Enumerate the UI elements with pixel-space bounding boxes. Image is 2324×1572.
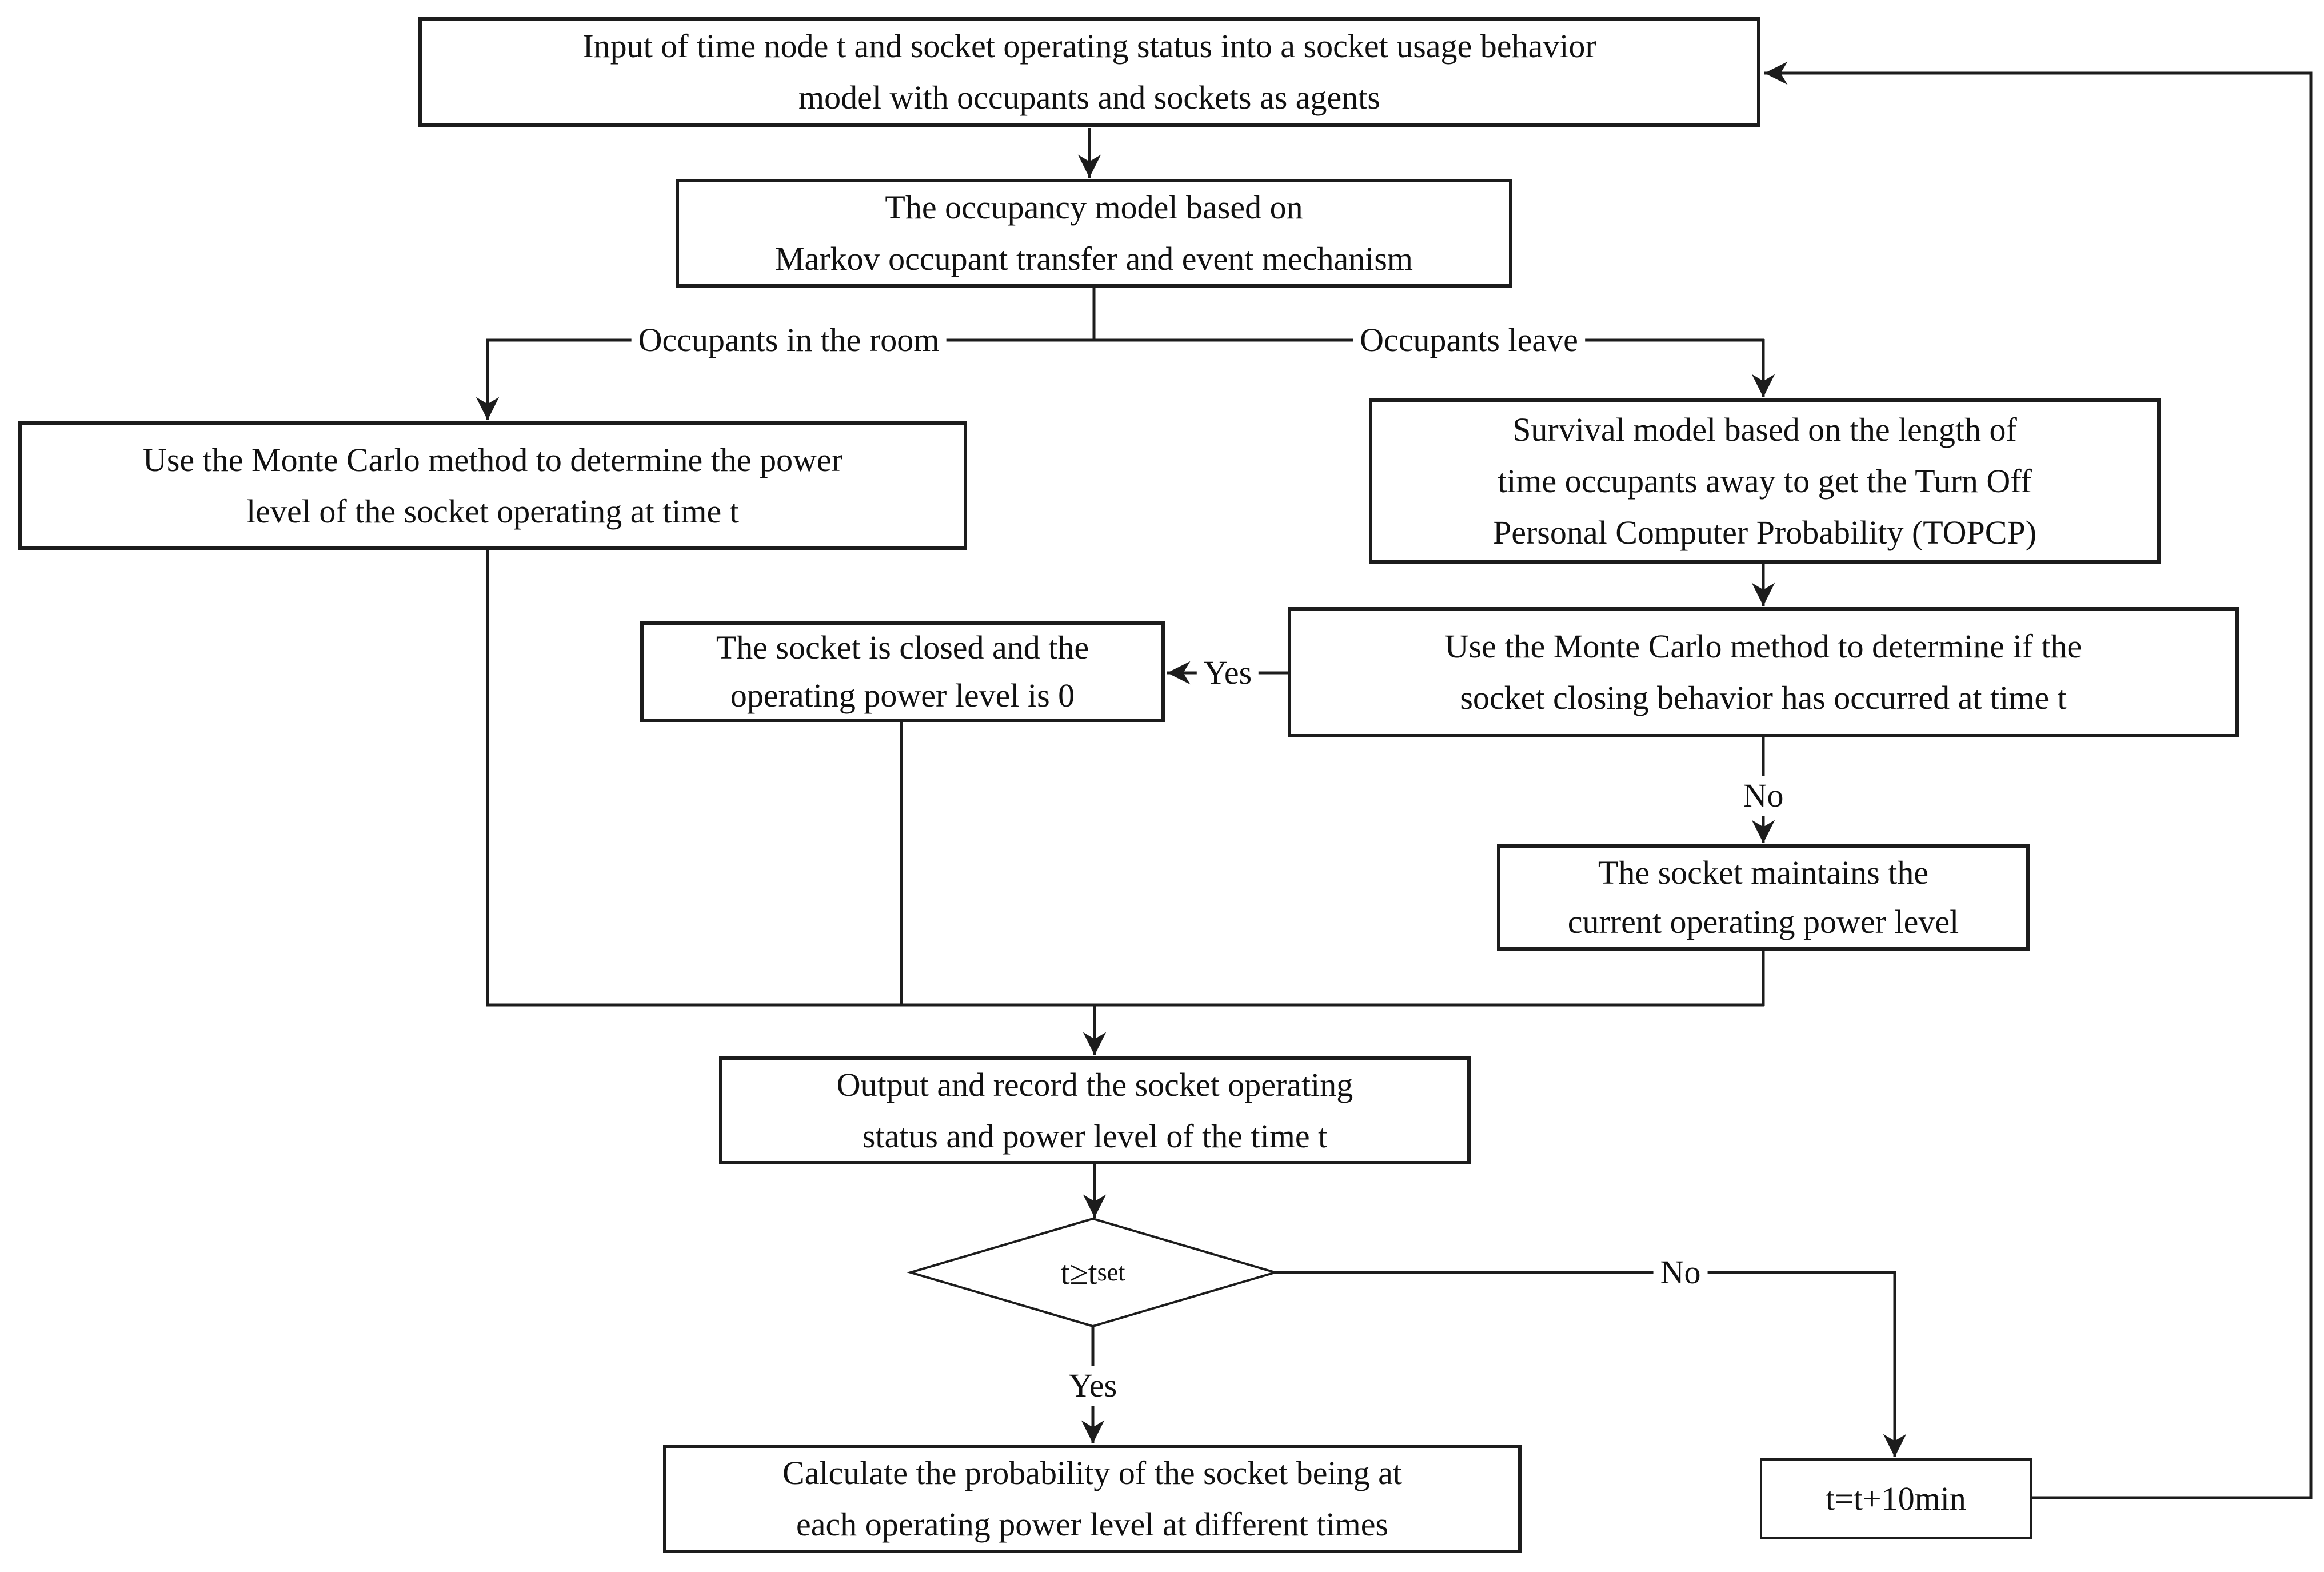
edge-label-yes-closed: Yes xyxy=(1196,653,1259,693)
node-input-line: model with occupants and sockets as agen… xyxy=(798,79,1380,116)
node-output-record-line: status and power level of the time t xyxy=(862,1117,1328,1155)
node-monte-carlo-power: Use the Monte Carlo method to determine … xyxy=(18,421,967,550)
node-socket-maintain-line: current operating power level xyxy=(1567,903,1959,940)
node-occupancy-model: The occupancy model based on Markov occu… xyxy=(676,179,1512,288)
node-calculate: Calculate the probability of the socket … xyxy=(663,1445,1522,1553)
node-monte-carlo-close-line: socket closing behavior has occurred at … xyxy=(1460,679,2067,716)
node-input: Input of time node t and socket operatin… xyxy=(418,17,1760,127)
node-time-step-label: t=t+10min xyxy=(1826,1480,1966,1517)
node-input-line: Input of time node t and socket operatin… xyxy=(582,27,1596,65)
node-occupancy-line: Markov occupant transfer and event mecha… xyxy=(774,240,1413,277)
node-socket-closed-line: operating power level is 0 xyxy=(730,677,1075,714)
node-survival-model: Survival model based on the length of ti… xyxy=(1369,398,2161,564)
node-occupancy-line: The occupancy model based on xyxy=(885,189,1303,226)
edge-label-no-timestep: No xyxy=(1653,1252,1708,1292)
node-survival-line: Survival model based on the length of xyxy=(1512,410,2017,448)
edge-label-no-maintain: No xyxy=(1736,776,1791,816)
node-time-step: t=t+10min xyxy=(1760,1458,2032,1539)
node-monte-carlo-close-line: Use the Monte Carlo method to determine … xyxy=(1444,628,2082,665)
decision-expression: t≥t xyxy=(1060,1254,1097,1291)
decision-diamond xyxy=(906,1217,1280,1328)
node-socket-closed-line: The socket is closed and the xyxy=(716,629,1089,666)
edge-label-occupants-in-room: Occupants in the room xyxy=(631,320,947,360)
node-output-record: Output and record the socket operating s… xyxy=(719,1056,1471,1164)
edge-loop-back xyxy=(1764,61,2313,1499)
edge-label-yes-calculate: Yes xyxy=(1061,1366,1124,1406)
node-monte-carlo-close: Use the Monte Carlo method to determine … xyxy=(1288,607,2239,737)
node-output-record-line: Output and record the socket operating xyxy=(836,1066,1353,1103)
node-socket-maintain-line: The socket maintains the xyxy=(1598,854,1929,891)
node-monte-carlo-power-line: level of the socket operating at time t xyxy=(246,492,739,530)
edge-label-occupants-leave: Occupants leave xyxy=(1353,320,1585,360)
node-survival-line: Personal Computer Probability (TOPCP) xyxy=(1492,513,2037,551)
node-calculate-line: each operating power level at different … xyxy=(796,1506,1389,1543)
node-socket-maintain: The socket maintains the current operati… xyxy=(1497,844,2030,951)
edge-no-to-timestep xyxy=(1274,1271,1907,1457)
node-calculate-line: Calculate the probability of the socket … xyxy=(782,1454,1402,1491)
node-socket-closed: The socket is closed and the operating p… xyxy=(640,621,1165,722)
node-survival-line: time occupants away to get the Turn Off xyxy=(1498,462,2032,500)
node-monte-carlo-power-line: Use the Monte Carlo method to determine … xyxy=(142,441,843,478)
